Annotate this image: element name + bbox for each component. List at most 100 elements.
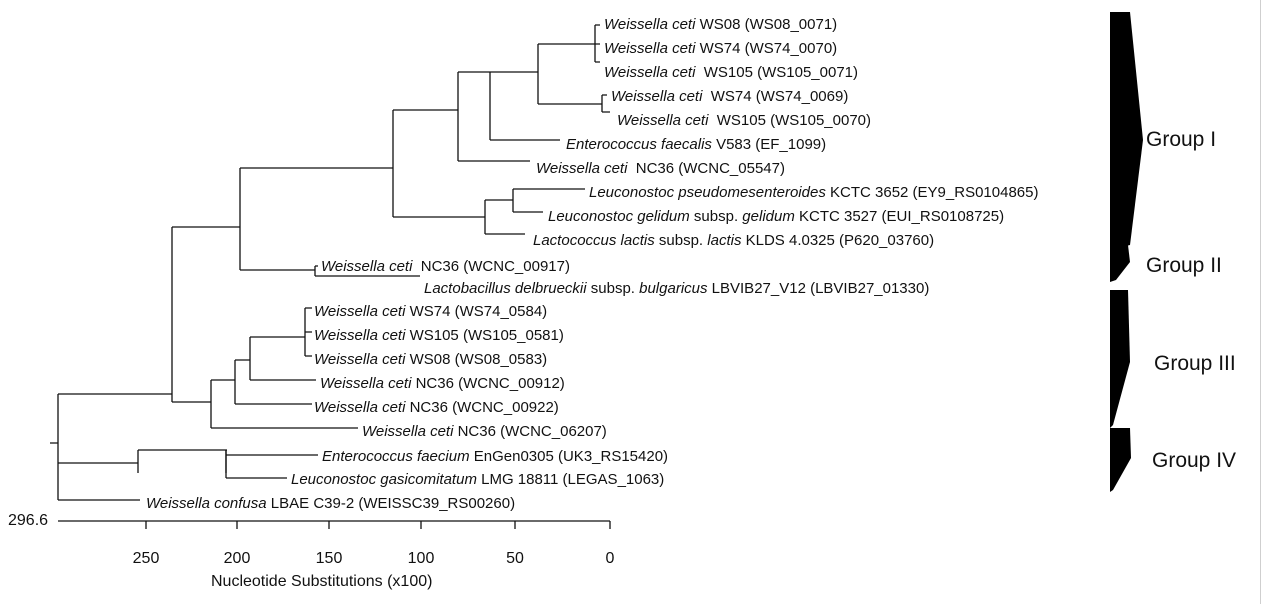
- leaf-rest: LBAE C39-2 (WEISSC39_RS00260): [267, 495, 515, 512]
- leaf-label: Weissella ceti WS74 (WS74_0584): [314, 303, 547, 320]
- leaf-label: Leuconostoc pseudomesenteroides KCTC 365…: [589, 184, 1038, 201]
- leaf-sub: bulgaricus: [639, 280, 708, 297]
- leaf-rest: subsp.: [690, 208, 743, 225]
- branch-clade-e: [458, 71, 560, 141]
- leaf-rest2: KCTC 3527 (EUI_RS0108725): [795, 208, 1004, 225]
- group-arrow-2: [1110, 245, 1130, 282]
- root-distance-label: 296.6: [8, 512, 48, 529]
- leaf-rest: WS08 (WS08_0583): [405, 351, 547, 368]
- leaf-label: Weissella ceti NC36 (WCNC_00912): [320, 375, 565, 392]
- tick-label: 50: [506, 550, 524, 567]
- branch-clade-c: [240, 110, 394, 217]
- group-arrow-3: [1110, 290, 1130, 428]
- leaf-label: Weissella ceti WS74 (WS74_0070): [604, 40, 837, 57]
- tree-branches: [50, 24, 610, 501]
- leaf-rest: WS105 (WS105_0071): [695, 64, 858, 81]
- leaf-sub: gelidum: [742, 208, 795, 225]
- branch-clade-d: [393, 72, 530, 162]
- leaf-species: Weissella ceti: [611, 88, 703, 105]
- branch-clade-h3: [250, 307, 312, 357]
- axis-title: Nucleotide Substitutions (x100): [211, 573, 432, 590]
- leaf-label: Weissella ceti WS105 (WS105_0070): [617, 112, 871, 129]
- group-label-3: Group III: [1154, 352, 1236, 375]
- group-arrow-1: [1110, 12, 1143, 250]
- leaf-sub: lactis: [707, 232, 742, 249]
- leaf-rest: subsp.: [587, 280, 640, 297]
- leaf-rest: NC36 (WCNC_06207): [453, 423, 606, 440]
- branch-clade-e2: [538, 24, 600, 63]
- branch-clade-a: [58, 227, 173, 402]
- leaf-label: Weissella ceti WS08 (WS08_0583): [314, 351, 547, 368]
- leaf-species: Enterococcus faecalis: [566, 136, 712, 153]
- tick-label: 100: [408, 550, 435, 567]
- leaf-rest: WS105 (WS105_0070): [708, 112, 871, 129]
- leaf-species: Weissella ceti: [604, 64, 696, 81]
- leaf-rest: WS105 (WS105_0581): [405, 327, 563, 344]
- branch-clade-a1: [172, 168, 241, 270]
- leaf-label: Lactococcus lactis subsp. lactis KLDS 4.…: [533, 232, 934, 249]
- leaf-species: Weissella ceti: [604, 16, 696, 33]
- axis-ticks: 250 200 150 100 50 0: [133, 521, 615, 567]
- leaf-label: Weissella ceti NC36 (WCNC_05547): [536, 160, 785, 177]
- group-markers: [1110, 12, 1143, 492]
- leaf-species: Weissella ceti: [362, 423, 454, 440]
- tick-label: 150: [316, 550, 343, 567]
- leaf-label: Enterococcus faecalis V583 (EF_1099): [566, 136, 826, 153]
- leaf-species: Weissella ceti: [314, 351, 406, 368]
- leaf-rest: NC36 (WCNC_00922): [405, 399, 558, 416]
- leaf-label: Weissella ceti WS105 (WS105_0581): [314, 327, 564, 344]
- group-label-1: Group I: [1146, 128, 1216, 151]
- branch-clade-f1: [485, 188, 585, 213]
- leaf-label: Weissella ceti WS105 (WS105_0071): [604, 64, 858, 81]
- leaf-species: Weissella ceti: [314, 399, 406, 416]
- leaf-rest: WS74 (WS74_0584): [405, 303, 547, 320]
- leaf-rest: NC36 (WCNC_00917): [412, 258, 570, 275]
- leaf-label: Leuconostoc gelidum subsp. gelidum KCTC …: [548, 208, 1004, 225]
- scale-axis: 296.6 250 200 150 100 50 0 Nucleotide Substit…: [8, 512, 615, 590]
- leaf-rest: V583 (EF_1099): [712, 136, 826, 153]
- branch-clade-h1: [211, 360, 312, 405]
- leaf-species: Leuconostoc gasicomitatum: [291, 471, 477, 488]
- leaf-label: Enterococcus faecium EnGen0305 (UK3_RS15…: [322, 448, 668, 465]
- leaf-species: Weissella confusa: [146, 495, 267, 512]
- leaf-rest: WS74 (WS74_0069): [702, 88, 848, 105]
- leaf-species: Weissella ceti: [617, 112, 709, 129]
- tick-label: 200: [224, 550, 251, 567]
- leaf-species: Weissella ceti: [314, 303, 406, 320]
- leaf-species: Weissella ceti: [536, 160, 628, 177]
- leaf-rest: WS74 (WS74_0070): [695, 40, 837, 57]
- leaf-label: Weissella ceti NC36 (WCNC_06207): [362, 423, 607, 440]
- branch-clade-e1: [490, 44, 610, 113]
- leaf-label: Weissella confusa LBAE C39-2 (WEISSC39_R…: [146, 495, 515, 512]
- tick-label: 0: [606, 550, 615, 567]
- leaf-label: Weissella ceti WS74 (WS74_0069): [611, 88, 848, 105]
- leaf-species: Weissella ceti: [314, 327, 406, 344]
- leaf-label: Weissella ceti WS08 (WS08_0071): [604, 16, 837, 33]
- group-arrow-4: [1110, 428, 1131, 492]
- branch-clade-b-leaves: [225, 450, 318, 479]
- leaf-species: Weissella ceti: [604, 40, 696, 57]
- leaf-label: Weissella ceti NC36 (WCNC_00917): [321, 258, 570, 275]
- leaf-rest: KCTC 3652 (EY9_RS0104865): [826, 184, 1039, 201]
- branch-clade-h2: [235, 337, 316, 381]
- leaf-rest: EnGen0305 (UK3_RS15420): [470, 448, 668, 465]
- leaf-rest: NC36 (WCNC_05547): [627, 160, 785, 177]
- leaf-labels: Weissella ceti WS08 (WS08_0071)Weissella…: [146, 16, 1038, 512]
- branch-root: [50, 394, 140, 501]
- leaf-label: Lactobacillus delbrueckii subsp. bulgari…: [424, 280, 929, 297]
- branch-clade-f: [393, 200, 525, 235]
- leaf-species: Lactobacillus delbrueckii: [424, 280, 587, 297]
- leaf-label: Weissella ceti NC36 (WCNC_00922): [314, 399, 559, 416]
- leaf-species: Lactococcus lactis: [533, 232, 655, 249]
- leaf-species: Leuconostoc gelidum: [548, 208, 690, 225]
- leaf-species: Enterococcus faecium: [322, 448, 470, 465]
- leaf-species: Weissella ceti: [321, 258, 413, 275]
- leaf-rest: LMG 18811 (LEGAS_1063): [477, 471, 664, 488]
- tick-label: 250: [133, 550, 160, 567]
- branch-clade-g: [240, 265, 420, 277]
- group-label-2: Group II: [1146, 254, 1222, 277]
- leaf-label: Leuconostoc gasicomitatum LMG 18811 (LEG…: [291, 471, 664, 488]
- leaf-rest: WS08 (WS08_0071): [695, 16, 837, 33]
